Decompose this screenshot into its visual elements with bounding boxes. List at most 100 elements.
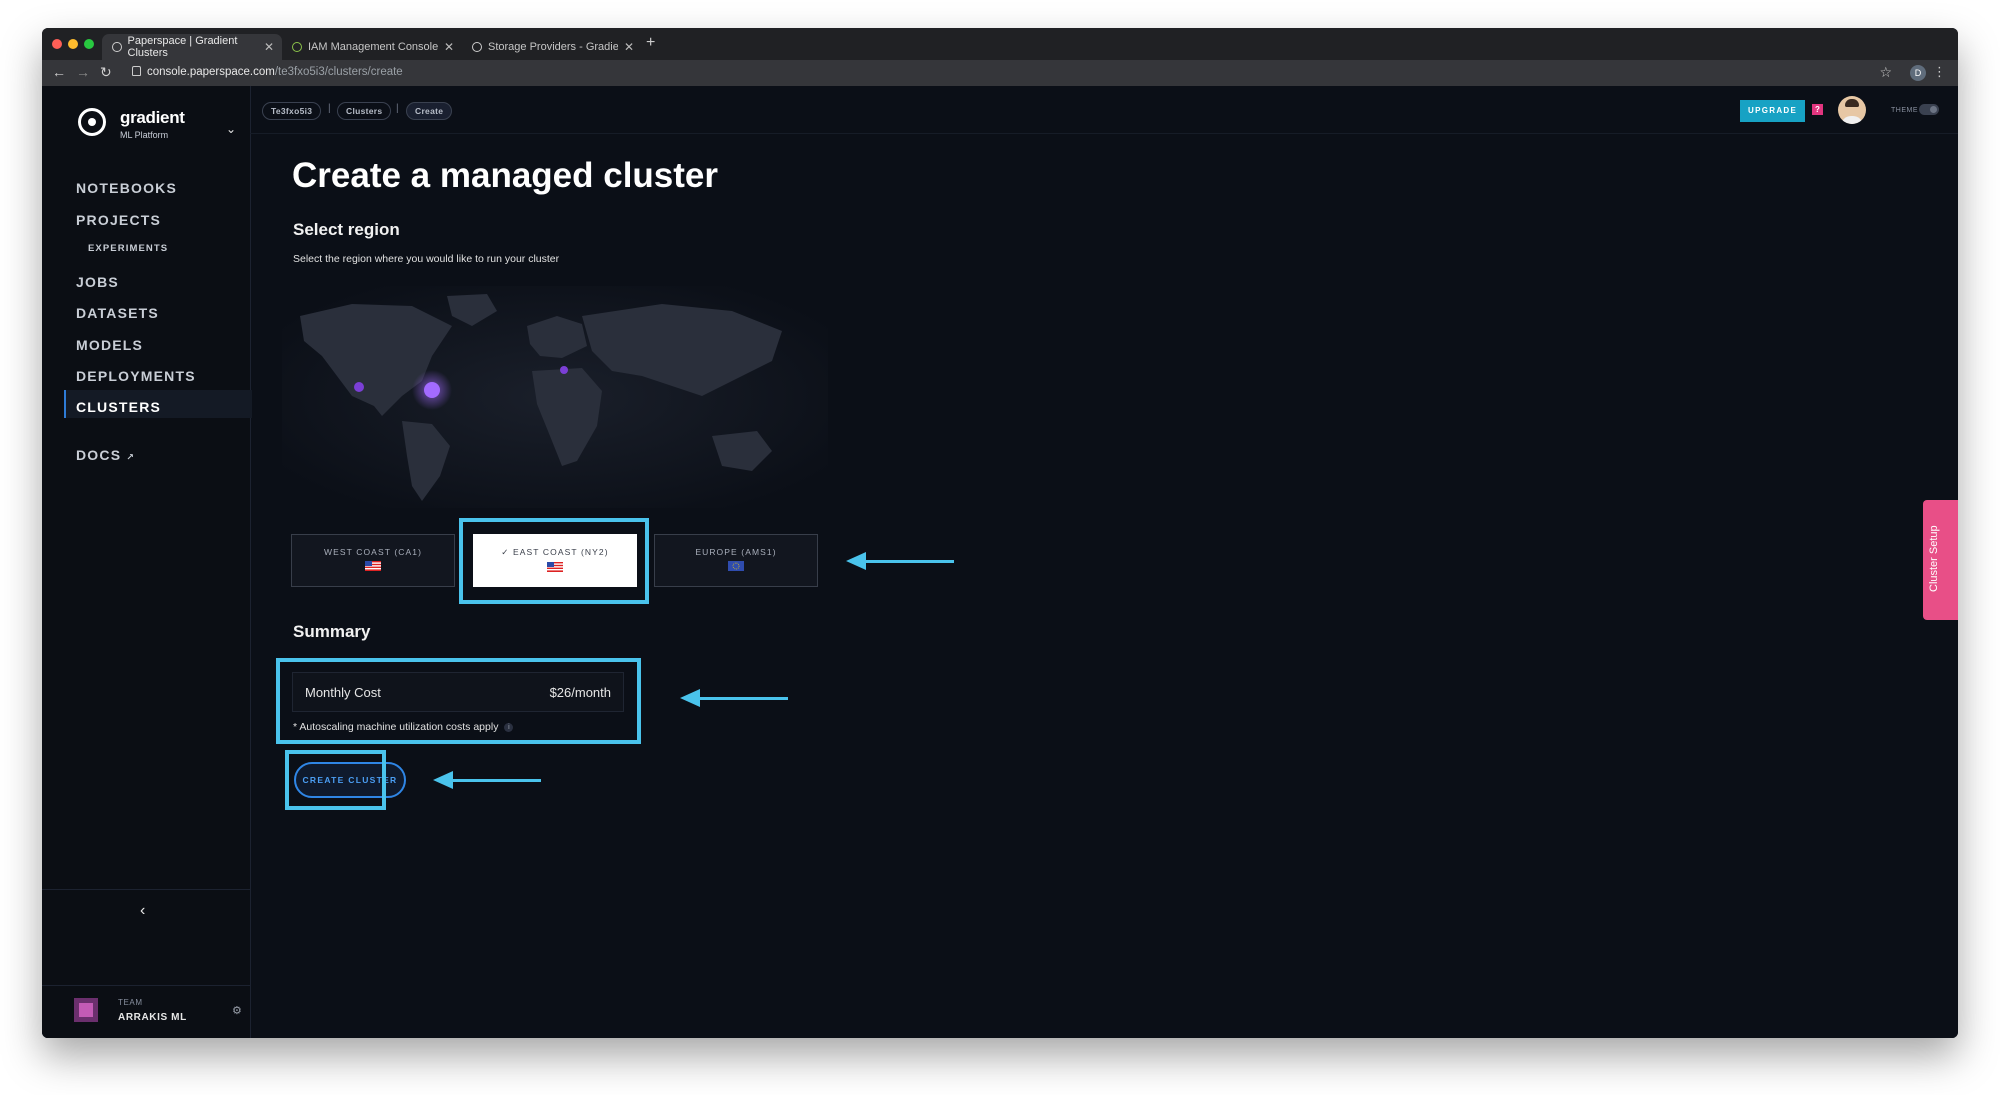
team-name: ARRAKIS ML [118,1012,187,1023]
bookmark-star-icon[interactable]: ☆ [1879,64,1892,80]
south-america-shape [402,421,450,501]
annotation-highlight-region [459,518,649,604]
docs-label: DOCS [76,447,122,463]
sidebar-item-projects[interactable]: PROJECTS [76,212,162,228]
sidebar-item-clusters[interactable]: CLUSTERS [76,399,162,415]
collapse-sidebar-button[interactable]: ‹ [42,889,250,938]
annotation-arrow-icon [846,552,954,570]
region-label: ✓ EAST COAST (NY2) [501,547,609,557]
region-card-europe[interactable]: EUROPE (AMS1) [654,534,818,587]
europe-region-marker [560,366,568,374]
workspace-switcher[interactable]: gradient ML Platform [78,102,238,142]
asia-shape [582,304,782,396]
theme-toggle[interactable] [1919,104,1939,115]
monthly-cost-row: Monthly Cost $26/month [292,672,624,712]
forward-arrow-icon[interactable]: → [76,64,90,80]
breadcrumb-separator: | [328,103,331,114]
reload-icon[interactable]: ↻ [100,64,112,80]
browser-menu-icon[interactable]: ⋮ [1933,64,1946,79]
region-label: EUROPE (AMS1) [695,547,777,557]
info-icon[interactable]: i [504,723,514,732]
gear-icon[interactable]: ⚙ [232,1005,242,1017]
north-america-shape [300,304,452,416]
close-tab-icon[interactable]: ✕ [443,40,454,54]
breadcrumb-create: Create [406,102,453,120]
theme-label: THEME [1891,107,1918,114]
team-avatar [74,998,98,1022]
cluster-setup-tab[interactable]: Cluster Setup [1923,500,1958,620]
header-divider [250,133,1958,134]
maximize-window-button[interactable] [84,39,94,49]
page-title: Create a managed cluster [292,156,719,195]
sidebar-item-datasets[interactable]: DATASETS [76,305,159,321]
west-coast-region-marker [354,382,364,392]
region-label: WEST COAST (CA1) [323,547,423,557]
active-nav-highlight [64,390,252,418]
lock-icon [132,66,141,76]
chevron-left-icon: ‹ [140,902,146,919]
eu-flag-icon [728,561,744,571]
browser-tabbar: Paperspace | Gradient Clusters ✕ IAM Man… [42,28,1958,60]
address-bar[interactable]: console.paperspace.com/te3fxo5i3/cluster… [147,66,403,78]
app: gradient ML Platform ⌄ NOTEBOOKS PROJECT… [42,86,1958,1038]
breadcrumb-team[interactable]: Te3fxo5i3 [262,102,322,120]
summary-section-title: Summary [293,622,371,641]
logo-name: gradient [120,108,185,127]
aws-favicon-icon [292,42,302,52]
sidebar-item-deployments[interactable]: DEPLOYMENTS [76,368,196,384]
tab-title: IAM Management Console [308,41,439,53]
sidebar-item-docs[interactable]: DOCS ↗ [76,447,135,463]
greenland-shape [447,294,497,326]
close-tab-icon[interactable]: ✕ [263,40,274,54]
browser-window: Paperspace | Gradient Clusters ✕ IAM Man… [42,28,1958,1038]
cost-label: Monthly Cost [305,685,381,700]
close-window-button[interactable] [52,39,62,49]
team-switcher[interactable]: TEAM ARRAKIS ML ⚙ [42,985,250,1038]
gradient-favicon-icon [472,42,482,52]
region-card-west-coast[interactable]: WEST COAST (CA1) [291,534,455,587]
cost-note-text: * Autoscaling machine utilization costs … [293,721,499,733]
back-arrow-icon[interactable]: ← [52,64,66,80]
cluster-setup-label: Cluster Setup [1928,525,1940,592]
sidebar-item-notebooks[interactable]: NOTEBOOKS [76,180,178,196]
sidebar: gradient ML Platform ⌄ NOTEBOOKS PROJECT… [42,86,252,1038]
breadcrumb-separator: | [396,103,399,114]
upgrade-button[interactable]: UPGRADE [1740,100,1806,122]
url-path: /te3fxo5i3/clusters/create [274,66,403,78]
annotation-highlight-button [285,750,386,810]
chevron-down-icon[interactable]: ⌄ [226,122,237,136]
team-label: TEAM [118,998,143,1007]
us-flag-icon [365,561,381,571]
browser-toolbar: ← → ↻ console.paperspace.com/te3fxo5i3/c… [42,60,1958,86]
url-host: console.paperspace.com [147,66,275,78]
breadcrumb-clusters[interactable]: Clusters [337,102,392,120]
annotation-highlight-summary [276,658,641,744]
africa-shape [532,368,602,466]
user-avatar[interactable] [1838,96,1866,124]
australia-shape [712,431,772,471]
browser-tab-gradient[interactable]: Paperspace | Gradient Clusters ✕ [102,34,282,60]
sidebar-item-models[interactable]: MODELS [76,337,144,353]
annotation-arrow-icon [433,771,541,789]
annotation-arrow-icon [680,689,788,707]
east-coast-region-marker [424,382,440,398]
region-card-east-coast[interactable]: ✓ EAST COAST (NY2) [473,534,637,587]
region-section-description: Select the region where you would like t… [293,253,560,265]
world-map [282,286,828,508]
help-icon[interactable]: ? [1812,104,1823,115]
new-tab-button[interactable]: + [646,34,656,51]
europe-shape [527,316,587,358]
browser-tab-storage[interactable]: Storage Providers - Gradient D ✕ [462,34,642,60]
tab-title: Storage Providers - Gradient D [488,41,618,53]
tab-title: Paperspace | Gradient Clusters [127,35,238,59]
sidebar-item-jobs[interactable]: JOBS [76,274,119,290]
minimize-window-button[interactable] [68,39,78,49]
create-cluster-button[interactable]: CREATE CLUSTER [294,762,406,798]
sidebar-item-experiments[interactable]: EXPERIMENTS [88,243,169,254]
us-flag-icon [547,562,563,572]
cost-note: * Autoscaling machine utilization costs … [293,721,514,733]
browser-profile-avatar[interactable]: D [1910,65,1926,81]
close-tab-icon[interactable]: ✕ [623,40,634,54]
browser-tab-iam[interactable]: IAM Management Console ✕ [282,34,462,60]
logo-subtitle: ML Platform [120,130,169,140]
